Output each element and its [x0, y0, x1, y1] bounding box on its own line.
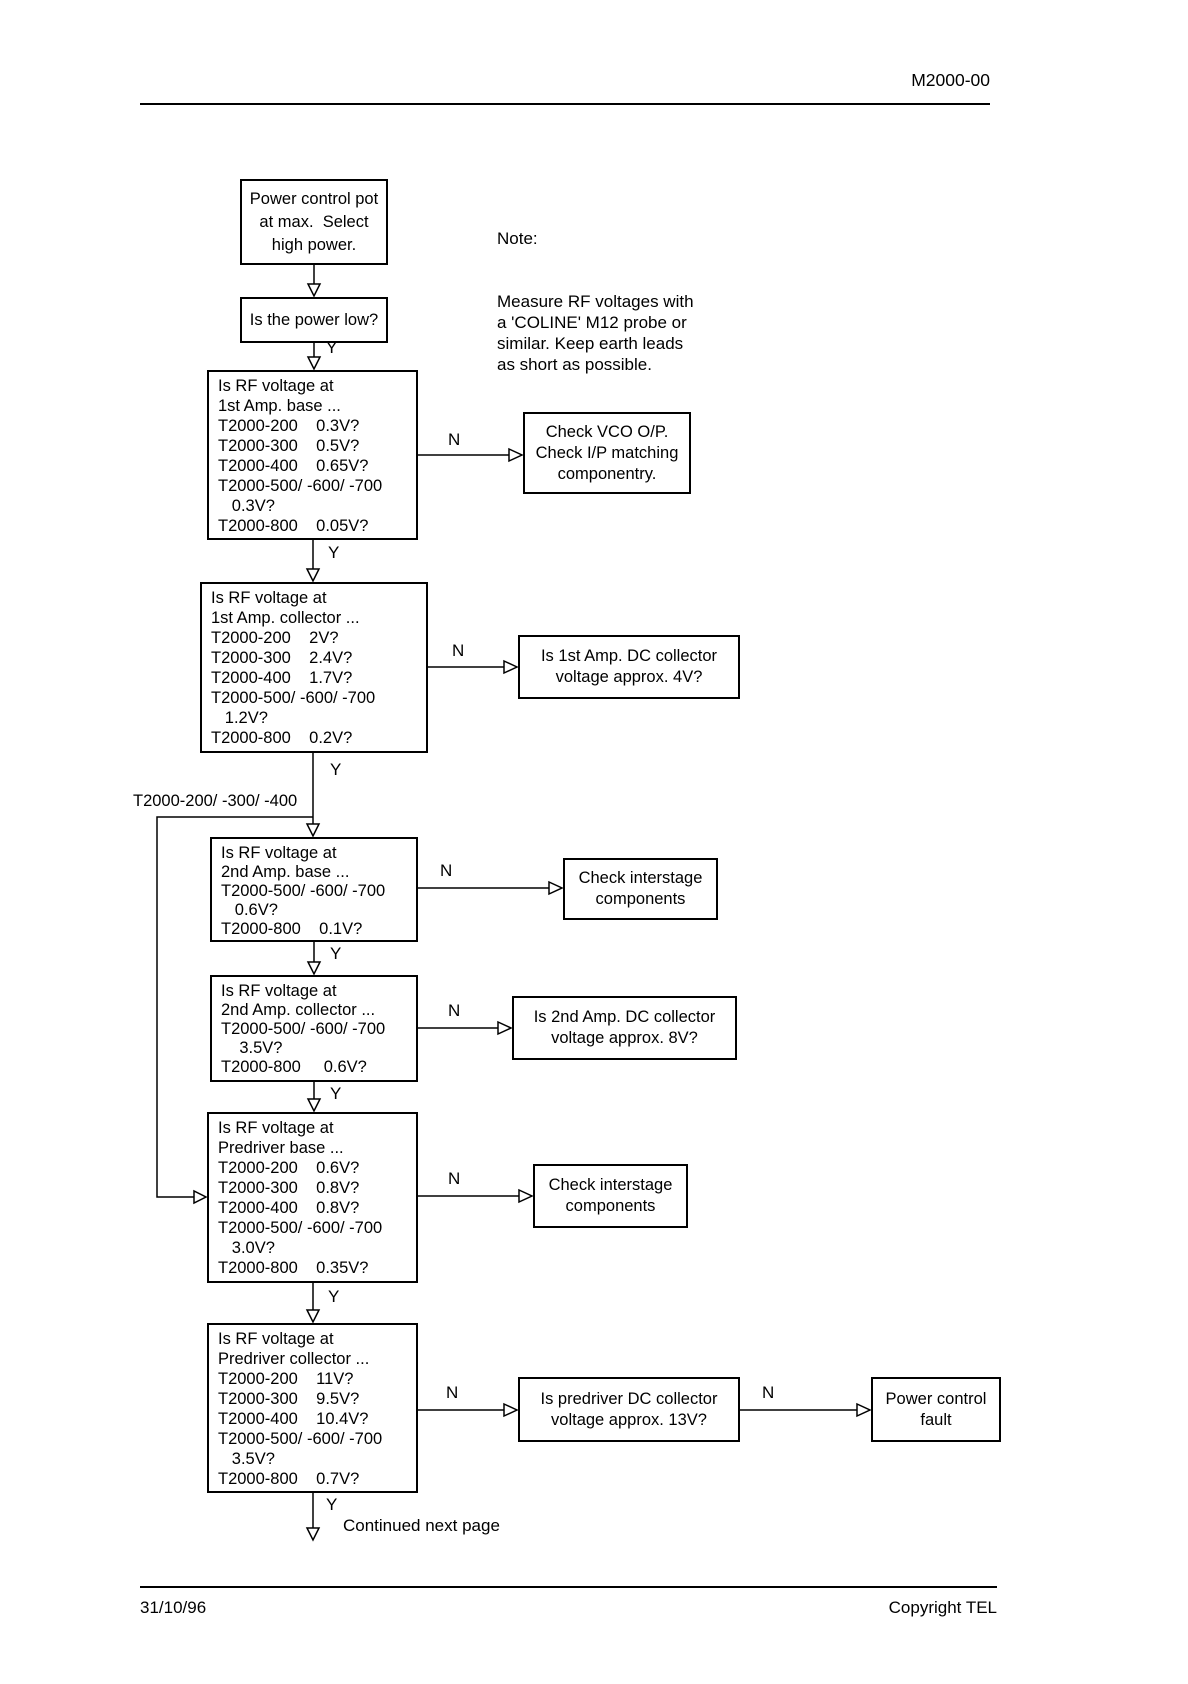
- flow-box-power-fault: Power control fault: [871, 1377, 1001, 1442]
- arrowhead-down-icon: [305, 1309, 321, 1324]
- flow-box-rf-1st-base: Is RF voltage at 1st Amp. base ... T2000…: [207, 370, 418, 540]
- arrowhead-right-icon: [497, 1020, 513, 1036]
- continued-next-page-label: Continued next page: [343, 1516, 500, 1535]
- flow-box-check-interstage-1: Check interstage components: [563, 858, 718, 920]
- connector-n-1st-collector-to-dc-1st: [428, 659, 519, 675]
- arrowhead-down-icon: [306, 356, 322, 371]
- connector-power-low-to-1st-base: [306, 343, 322, 371]
- connector-n-predriver-base-to-interstage-2: [418, 1188, 534, 1204]
- arrowhead-down-icon: [305, 823, 321, 838]
- connector-n-dc-predriver-to-power-fault: [740, 1402, 872, 1418]
- flow-box-check-vco: Check VCO O/P. Check I/P matching compon…: [523, 412, 691, 494]
- flow-box-check-interstage-2: Check interstage components: [533, 1164, 688, 1228]
- yes-label: Y: [326, 1495, 338, 1514]
- note-block: Note: Measure RF voltages with a 'COLINE…: [497, 186, 694, 417]
- footer-copyright: Copyright TEL: [888, 1598, 997, 1617]
- footer-date: 31/10/96: [140, 1598, 207, 1617]
- no-label: N: [440, 861, 453, 880]
- connector-2nd-base-to-2nd-collector: [306, 942, 322, 976]
- flow-box-rf-1st-collector: Is RF voltage at 1st Amp. collector ... …: [200, 582, 428, 753]
- arrowhead-right-icon: [503, 1402, 519, 1418]
- footer-rule: [140, 1586, 997, 1588]
- connector-branch-to-predriver-base: [156, 816, 313, 1205]
- flow-box-power-low: Is the power low?: [240, 297, 388, 343]
- connector-power-pot-to-power-low: [306, 265, 322, 298]
- arrowhead-right-icon: [856, 1402, 872, 1418]
- no-label: N: [762, 1383, 775, 1402]
- flow-box-dc-2nd-amp: Is 2nd Amp. DC collector voltage approx.…: [512, 996, 737, 1060]
- yes-label: Y: [330, 760, 342, 779]
- no-label: N: [448, 430, 461, 449]
- arrowhead-down-icon: [305, 1527, 321, 1542]
- connector-1st-base-to-1st-collector: [305, 540, 321, 583]
- yes-label: Y: [326, 338, 338, 357]
- connector-predriver-base-to-predriver-collector: [305, 1283, 321, 1324]
- flow-box-predriver-base: Is RF voltage at Predriver base ... T200…: [207, 1112, 418, 1283]
- arrowhead-down-icon: [306, 1098, 322, 1113]
- note-title: Note:: [497, 229, 538, 248]
- arrowhead-right-icon: [508, 447, 524, 463]
- yes-label: Y: [328, 1287, 340, 1306]
- no-label: N: [448, 1169, 461, 1188]
- connector-2nd-collector-to-predriver-base: [306, 1082, 322, 1113]
- yes-label: Y: [330, 1084, 342, 1103]
- connector-1st-collector-to-2nd-base: [305, 753, 321, 838]
- arrowhead-right-icon: [193, 1189, 208, 1205]
- flow-box-power-pot: Power control pot at max. Select high po…: [240, 179, 388, 265]
- arrowhead-right-icon: [518, 1188, 534, 1204]
- flow-box-rf-2nd-base: Is RF voltage at 2nd Amp. base ... T2000…: [210, 837, 418, 942]
- flow-box-predriver-collector: Is RF voltage at Predriver collector ...…: [207, 1323, 418, 1493]
- doc-reference: M2000-00: [911, 70, 990, 90]
- flow-box-rf-2nd-collector: Is RF voltage at 2nd Amp. collector ... …: [210, 975, 418, 1082]
- connector-continued-next-page: [305, 1493, 321, 1542]
- yes-label: Y: [328, 543, 340, 562]
- arrowhead-down-icon: [305, 568, 321, 583]
- connector-n-predriver-collector-to-dc-predriver: [418, 1402, 519, 1418]
- note-body: Measure RF voltages with a 'COLINE' M12 …: [497, 292, 694, 374]
- arrowhead-right-icon: [548, 880, 564, 896]
- arrowhead-down-icon: [306, 283, 322, 298]
- header-rule: [140, 103, 990, 105]
- connector-n-1st-base-to-check-vco: [418, 447, 524, 463]
- connector-n-2nd-collector-to-dc-2nd: [418, 1020, 513, 1036]
- arrowhead-down-icon: [306, 961, 322, 976]
- yes-label: Y: [330, 944, 342, 963]
- no-label: N: [452, 641, 465, 660]
- flow-box-dc-1st-amp: Is 1st Amp. DC collector voltage approx.…: [518, 635, 740, 699]
- connector-n-2nd-base-to-interstage-1: [418, 880, 564, 896]
- no-label: N: [446, 1383, 459, 1402]
- no-label: N: [448, 1001, 461, 1020]
- flow-box-dc-predriver: Is predriver DC collector voltage approx…: [518, 1377, 740, 1442]
- arrowhead-right-icon: [503, 659, 519, 675]
- branch-label: T2000-200/ -300/ -400: [133, 792, 298, 810]
